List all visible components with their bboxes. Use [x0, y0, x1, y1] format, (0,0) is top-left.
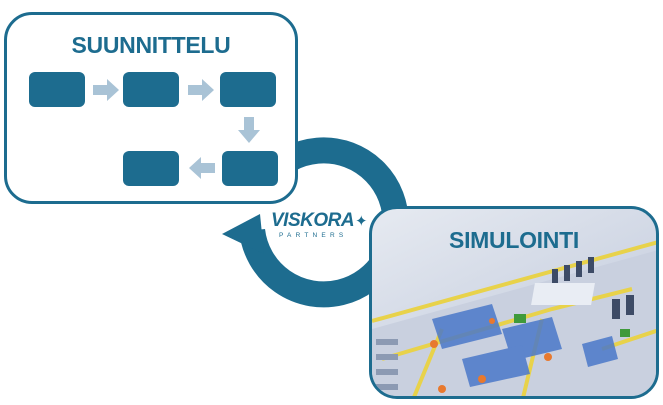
arrow-down-icon: [238, 117, 260, 143]
process-step-4: [222, 151, 278, 186]
planning-card: SUUNNITTELU: [4, 12, 298, 204]
process-step-2: [123, 72, 179, 107]
simulation-card: SIMULOINTI: [369, 206, 659, 399]
simulation-title: SIMULOINTI: [449, 227, 579, 253]
process-step-3: [220, 72, 276, 107]
arrow-right-icon: [188, 79, 214, 101]
planning-title: SUUNNITTELU: [71, 32, 231, 58]
arrow-right-icon: [93, 79, 119, 101]
logo-subtitle: PARTNERS: [279, 232, 348, 239]
factory-floorplan-image: [372, 240, 656, 396]
viskora-logo: VISKORA ✦ PARTNERS: [271, 210, 371, 242]
cycle-arrowhead: [222, 214, 264, 254]
process-step-5: [123, 151, 179, 186]
star-icon: ✦: [355, 213, 368, 230]
arrow-left-icon: [189, 157, 215, 179]
process-step-1: [29, 72, 85, 107]
logo-name: VISKORA: [271, 210, 355, 231]
